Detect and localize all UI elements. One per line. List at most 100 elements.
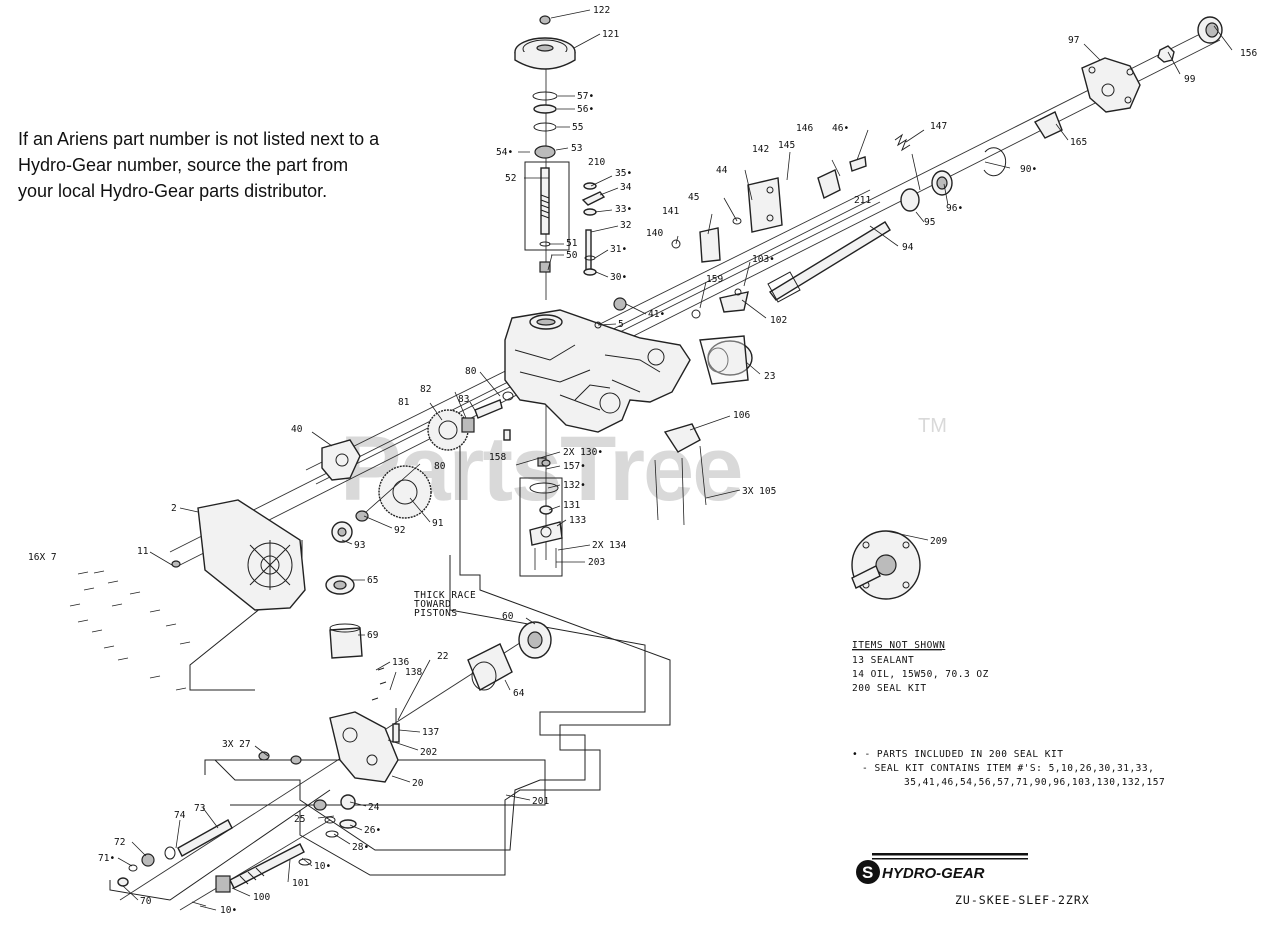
ariens-note-line1: If an Ariens part number is not listed n… [18, 129, 380, 149]
callout-137: 137 [422, 727, 439, 738]
gear-82 [461, 417, 475, 433]
callout-133: 133 [569, 515, 586, 526]
brake-arm-44 [747, 177, 783, 233]
callout-10b: 10• [220, 905, 237, 916]
callout-159: 159 [706, 274, 723, 285]
thick-race-note: THICK RACE TOWARD PISTONS [414, 590, 476, 619]
callout-211: 211 [854, 195, 871, 206]
callout-20: 20 [412, 778, 424, 789]
seal-kit-line3: 35,41,46,54,56,57,71,90,96,103,130,132,1… [904, 777, 1165, 788]
thick-race-line3: PISTONS [414, 608, 458, 619]
block-group-box [204, 759, 546, 806]
callout-101: 101 [292, 878, 309, 889]
callout-57: 57• [577, 91, 594, 102]
callout-80a: 80 [465, 366, 477, 377]
callout-53: 53 [571, 143, 582, 154]
callout-leaders [117, 9, 1233, 911]
main-housing-assembly [504, 309, 753, 433]
callout-97: 97 [1068, 35, 1079, 46]
filter-69 [329, 627, 363, 659]
charge-pump-group-box [519, 477, 563, 577]
callout-45: 45 [688, 192, 699, 203]
callout-202: 202 [420, 747, 437, 758]
callout-24: 24 [368, 802, 380, 813]
callout-33: 33• [615, 204, 632, 215]
callout-103: 103• [752, 254, 775, 265]
seal-filter-group [325, 575, 552, 692]
callout-46: 46• [832, 123, 849, 134]
callout-145: 145 [778, 140, 795, 151]
bearing-53 [534, 145, 556, 159]
bypass-arm-100 [215, 875, 231, 893]
side-cover-2 [197, 499, 306, 611]
callout-156: 156 [1240, 48, 1257, 59]
brake-assembly [594, 133, 911, 329]
callout-91: 91 [432, 518, 444, 529]
spacer-165 [1033, 111, 1063, 139]
charge-pump-group [529, 459, 563, 570]
callout-71: 71• [98, 853, 115, 864]
callout-158: 158 [489, 452, 506, 463]
callout-72: 72 [114, 837, 125, 848]
callout-165: 165 [1070, 137, 1087, 148]
callout-labels: 122 121 57• 56• 55 54• 53 210 52 35• 34 … [28, 5, 1257, 916]
seal-95 [900, 188, 920, 212]
cover-133 [529, 521, 563, 546]
callout-31: 31• [610, 244, 627, 255]
callout-130: 2X 130• [563, 447, 603, 458]
callout-25: 25 [294, 814, 305, 825]
lever-145 [817, 169, 841, 199]
callout-69: 69 [367, 630, 379, 641]
callout-201: 201 [532, 796, 549, 807]
callout-56: 56• [577, 104, 594, 115]
callout-121: 121 [602, 29, 619, 40]
bracket-102 [719, 291, 749, 313]
seal-kit-legend: • - PARTS INCLUDED IN 200 SEAL KIT - SEA… [852, 749, 1165, 788]
thick-race-line2: TOWARD [414, 599, 451, 610]
callout-96: 96• [946, 203, 963, 214]
callout-64: 64 [513, 688, 525, 699]
cover-bolts-7 [69, 570, 191, 691]
callout-28: 28• [352, 842, 369, 853]
callout-51: 51 [566, 238, 578, 249]
callout-41: 41• [648, 309, 665, 320]
center-section-20 [329, 711, 399, 783]
coupler-50 [539, 261, 551, 273]
ariens-note: If an Ariens part number is not listed n… [18, 126, 438, 204]
callout-157: 157• [563, 461, 586, 472]
callout-134: 2X 134 [592, 540, 627, 551]
side-cover-assembly [69, 499, 306, 691]
callout-106: 106 [733, 410, 750, 421]
bypass-group [117, 819, 312, 907]
center-section-outline [299, 420, 671, 876]
callout-140: 140 [646, 228, 663, 239]
shaft-101 [229, 843, 305, 889]
callout-54: 54• [496, 147, 513, 158]
callout-80b: 80 [434, 461, 446, 472]
callout-26: 26• [364, 825, 381, 836]
axle-assembly-right [767, 16, 1223, 303]
housing-main [504, 309, 691, 433]
callout-34: 34 [620, 182, 632, 193]
callout-131: 131 [563, 500, 580, 511]
callout-70: 70 [140, 896, 152, 907]
callout-90: 90• [1020, 164, 1037, 175]
watermark-tm: TM [918, 415, 947, 437]
items-not-shown-heading: ITEMS NOT SHOWN [852, 640, 945, 651]
callout-81: 81 [398, 397, 410, 408]
callout-11: 11 [137, 546, 149, 557]
inner-outline [214, 555, 646, 851]
callout-73: 73 [194, 803, 205, 814]
callout-32: 32 [620, 220, 631, 231]
items-not-shown-line3: 200 SEAL KIT [852, 683, 927, 694]
callout-105: 3X 105 [742, 486, 776, 497]
callout-146: 146 [796, 123, 813, 134]
callout-93: 93 [354, 540, 365, 551]
callout-94: 94 [902, 242, 914, 253]
logo-mark [856, 860, 880, 884]
logo-letter: S [862, 863, 873, 882]
callout-92: 92 [394, 525, 405, 536]
group-outlines [109, 161, 671, 901]
thick-race-line1: THICK RACE [414, 590, 476, 601]
